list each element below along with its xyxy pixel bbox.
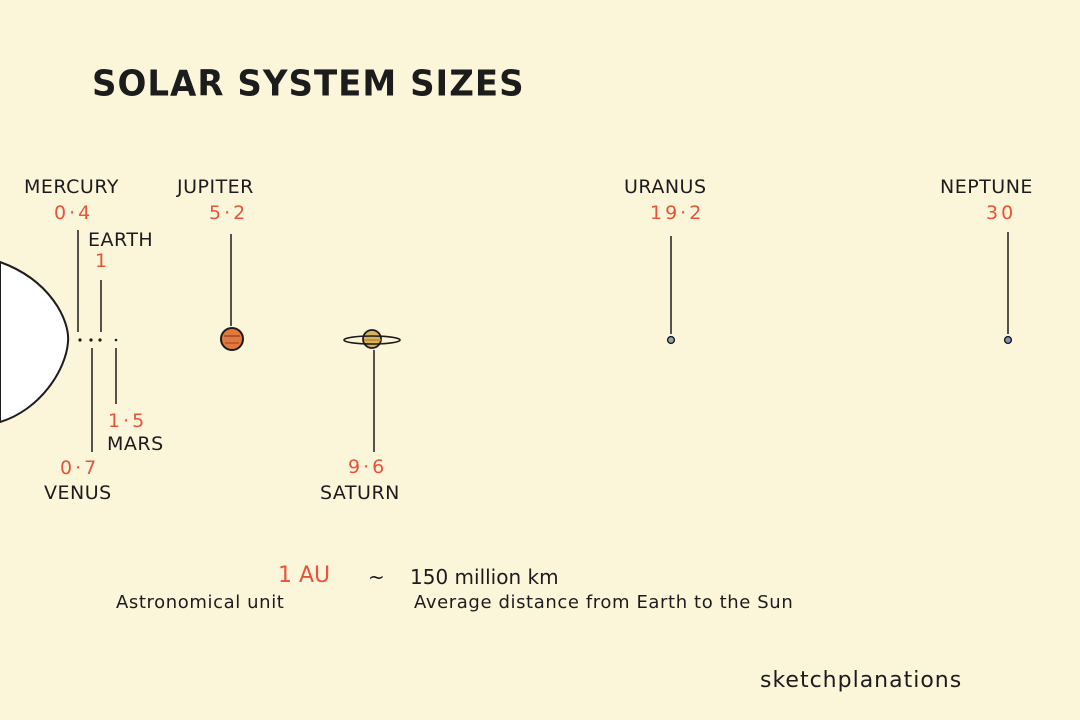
- saturn-planet: [343, 329, 401, 349]
- earth-dot: [98, 338, 102, 342]
- venus-distance: 0·7: [60, 457, 100, 479]
- mars-dot: [114, 338, 118, 342]
- mars-name: MARS: [107, 433, 164, 455]
- au-value: 150 million km: [410, 565, 559, 589]
- au-unit: 1 AU: [278, 563, 331, 588]
- au-definition: Average distance from Earth to the Sun: [414, 592, 794, 613]
- earth-distance: 1: [95, 250, 111, 272]
- earth-name: EARTH: [88, 229, 154, 251]
- uranus-planet: [666, 335, 676, 345]
- saturn-distance: 9·6: [348, 456, 388, 478]
- mercury-name: MERCURY: [24, 176, 119, 198]
- jupiter-planet: [220, 327, 244, 351]
- mercury-dot: [78, 338, 82, 342]
- neptune-name: NEPTUNE: [940, 176, 1033, 198]
- neptune-planet: [1003, 335, 1013, 345]
- venus-dot: [89, 338, 93, 342]
- jupiter-distance: 5·2: [209, 202, 249, 224]
- uranus-name: URANUS: [624, 176, 707, 198]
- neptune-distance: 30: [986, 202, 1017, 224]
- saturn-name: SATURN: [320, 482, 400, 504]
- uranus-distance: 19·2: [650, 202, 705, 224]
- page-title: SOLAR SYSTEM SIZES: [92, 63, 525, 105]
- brand-signature: sketchplanations: [760, 668, 963, 693]
- mars-distance: 1·5: [108, 410, 148, 432]
- au-approx-sign: ~: [368, 565, 385, 589]
- sun: [0, 260, 70, 424]
- jupiter-name: JUPITER: [177, 176, 254, 198]
- mercury-distance: 0·4: [54, 202, 94, 224]
- venus-name: VENUS: [44, 482, 112, 504]
- au-unit-name: Astronomical unit: [116, 592, 285, 613]
